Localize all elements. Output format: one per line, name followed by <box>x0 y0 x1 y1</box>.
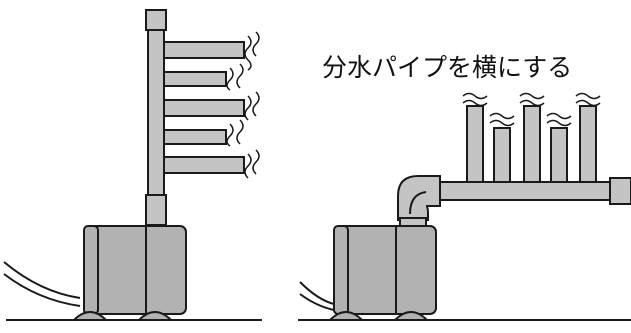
water-wave-r2 <box>489 112 515 120</box>
outlet-pipe-4 <box>550 127 568 183</box>
riser-coupler <box>145 194 167 226</box>
water-wave-3b <box>252 91 260 117</box>
vertical-manifold-setup <box>3 9 262 321</box>
water-wave-5a <box>244 153 252 179</box>
water-wave-r2b <box>489 119 515 127</box>
horizontal-manifold <box>435 181 613 201</box>
elbow-inner-line <box>409 191 427 215</box>
outlet-pipe-1 <box>466 105 484 183</box>
water-wave-r4 <box>546 112 572 120</box>
outlet-pipe-3 <box>523 105 541 183</box>
water-wave-r1b <box>462 99 488 107</box>
water-wave-r5 <box>575 92 601 100</box>
water-wave-5b <box>252 149 260 175</box>
caption-label: 分水パイプを横にする <box>322 53 573 82</box>
water-wave-1b <box>252 31 260 57</box>
elbow-fitting <box>397 175 441 221</box>
branch-pipe-5 <box>163 156 245 174</box>
water-wave-1a <box>244 35 252 71</box>
outlet-pipe-5 <box>579 105 597 183</box>
branch-pipe-1 <box>163 41 245 59</box>
branch-pipe-3 <box>163 99 245 117</box>
outlet-pipe-2 <box>493 127 511 183</box>
water-wave-r5b <box>575 99 601 107</box>
riser-pipe <box>147 29 165 196</box>
riser-cap <box>145 9 167 31</box>
water-wave-2b <box>236 63 244 89</box>
water-wave-r3b <box>519 99 545 107</box>
power-cable-right <box>299 281 335 305</box>
water-wave-4a <box>226 123 234 147</box>
water-wave-2a <box>226 67 234 91</box>
pump-endcap-left <box>83 225 99 315</box>
water-wave-r3 <box>519 92 545 100</box>
power-cable-left-2 <box>3 273 81 307</box>
power-cable-right-2 <box>299 293 335 311</box>
pump-body-left <box>83 225 187 315</box>
manifold-end-cap <box>609 177 631 205</box>
water-wave-4b <box>236 119 244 145</box>
water-wave-3a <box>244 95 252 121</box>
water-wave-r1 <box>462 92 488 100</box>
branch-pipe-2 <box>163 71 227 87</box>
power-cable-left <box>3 261 81 299</box>
water-wave-r4b <box>546 119 572 127</box>
pump-body-right <box>333 225 437 315</box>
branch-pipe-4 <box>163 129 227 145</box>
pump-endcap-right <box>333 225 349 315</box>
horizontal-manifold-setup <box>298 92 631 321</box>
